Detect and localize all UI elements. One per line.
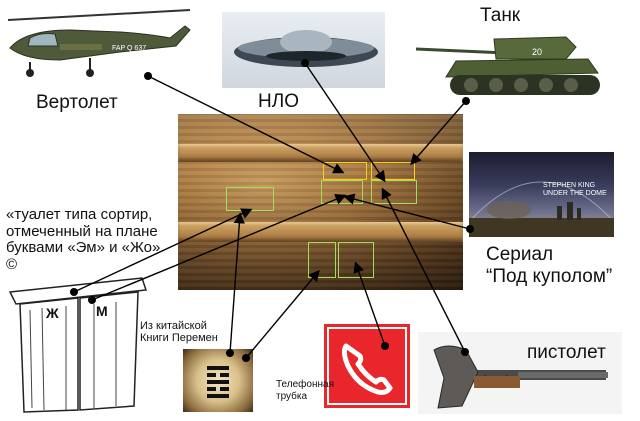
helicopter-image: FAP Q 637 bbox=[7, 9, 191, 77]
pistol-icon bbox=[433, 345, 608, 409]
dome-icon bbox=[469, 181, 614, 237]
phone-label-line1: Телефонная bbox=[276, 379, 334, 390]
poster-line-1: STEPHEN KING bbox=[543, 182, 596, 189]
poster-line-2: UNDER THE DOME bbox=[543, 189, 607, 197]
series-label: Сериал bbox=[486, 244, 554, 265]
hieroglyph-relief-photo bbox=[178, 114, 463, 290]
series-poster-photo: STEPHEN KING UNDER THE DOME bbox=[469, 152, 614, 237]
relief-band-top bbox=[178, 144, 463, 162]
relief-band-middle bbox=[178, 222, 463, 242]
outhouse-image: Ж М bbox=[8, 277, 148, 413]
outhouse-letter-zh: Ж bbox=[45, 305, 59, 321]
ufo-photo bbox=[222, 12, 385, 88]
glyph-box-ufo bbox=[323, 162, 367, 180]
toilet-note: «туалет типа сортир, отмеченный на плане… bbox=[6, 206, 161, 273]
tank-label: Танк bbox=[480, 5, 521, 26]
hexagram-card bbox=[183, 349, 253, 412]
glyph-box-hexagram bbox=[308, 242, 336, 278]
outhouse-letter-m: М bbox=[96, 303, 108, 319]
glyph-box-toilet bbox=[226, 187, 274, 211]
series-title-label: “Под куполом” bbox=[486, 266, 613, 287]
glyph-box-phone bbox=[338, 242, 374, 278]
chinese-book-label-line1: Из китайской bbox=[140, 320, 207, 332]
helicopter-label: Вертолет bbox=[36, 92, 118, 113]
pistol-photo bbox=[418, 332, 622, 414]
glyph-box-tank bbox=[371, 162, 415, 180]
glyph-box-submarine bbox=[371, 180, 417, 204]
helicopter-tail-code: FAP Q 637 bbox=[112, 45, 146, 52]
glyph-box-helicopter bbox=[321, 180, 363, 204]
tank-image: 20 bbox=[416, 36, 600, 95]
pistol-label: пистолет bbox=[527, 342, 606, 363]
phone-label-line2: трубка bbox=[276, 391, 308, 402]
tank-number: 20 bbox=[532, 47, 542, 57]
chinese-book-label-line2: Книги Перемен bbox=[140, 332, 218, 344]
phone-sign bbox=[324, 324, 410, 408]
ufo-icon bbox=[234, 30, 378, 67]
hexagram-icon bbox=[207, 366, 229, 398]
ufo-label: НЛО bbox=[258, 91, 299, 112]
phone-handset-icon bbox=[327, 327, 407, 405]
